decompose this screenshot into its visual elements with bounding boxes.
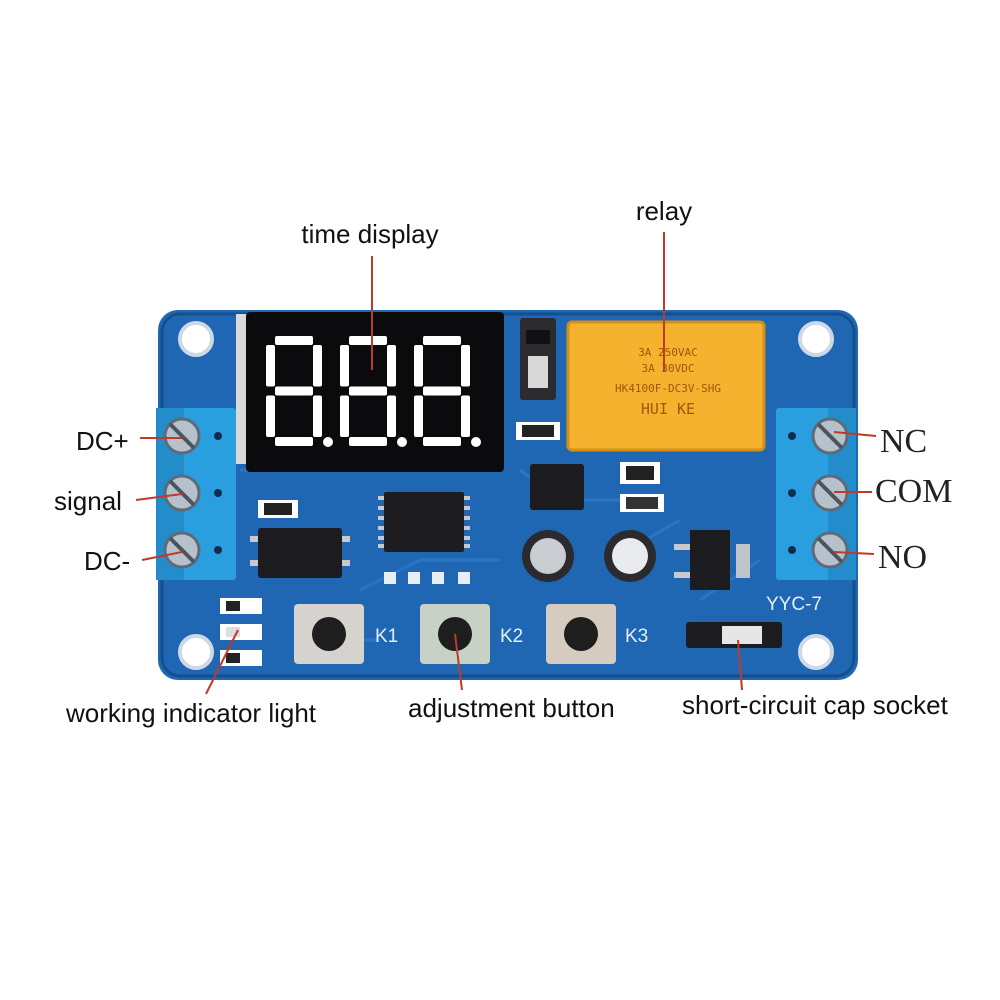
jumper-icon <box>686 622 782 648</box>
screw-terminal-icon <box>163 417 201 569</box>
optocoupler-chip <box>250 528 350 578</box>
display-segment <box>340 345 349 387</box>
seven-segment-digits <box>266 336 481 447</box>
display-segment <box>423 437 461 446</box>
display-segment <box>414 395 423 437</box>
display-segment <box>275 437 313 446</box>
label-dc-minus: DC- <box>84 546 130 576</box>
label-short-circuit-cap-socket: short-circuit cap socket <box>682 690 949 720</box>
display-segment <box>266 345 275 387</box>
display-segment <box>313 345 322 387</box>
display-segment <box>349 437 387 446</box>
relay-part-number: HK4100F-DC3V-SHG <box>615 382 721 395</box>
display-segment <box>423 386 461 396</box>
display-segment <box>275 386 313 396</box>
display-segment <box>266 395 275 437</box>
display-segment <box>387 345 396 387</box>
display-segment <box>349 336 387 345</box>
input-terminal-block <box>156 408 236 580</box>
display-segment <box>423 336 461 345</box>
silkscreen-model: YYC-7 <box>766 594 822 615</box>
transistor-chip <box>530 464 584 510</box>
label-working-indicator-light: working indicator light <box>65 698 317 728</box>
relay-rating-2: 3A 30VDC <box>642 362 695 375</box>
jumper-header-top <box>520 318 556 400</box>
relay-component: 3A 250VAC 3A 30VDC HK4100F-DC3V-SHG HUI … <box>566 320 766 452</box>
display-decimal-point <box>323 437 333 447</box>
label-signal: signal <box>54 486 122 516</box>
time-display-module <box>236 312 504 472</box>
display-segment <box>414 345 423 387</box>
ic-chip <box>378 492 470 552</box>
voltage-regulator <box>674 530 750 590</box>
display-segment <box>275 336 313 345</box>
display-segment <box>340 395 349 437</box>
relay-rating-1: 3A 250VAC <box>638 346 698 359</box>
silkscreen-k3: K3 <box>625 626 648 647</box>
mounting-hole <box>178 321 834 670</box>
label-no: NO <box>878 539 927 576</box>
label-dc-plus: DC+ <box>76 426 129 456</box>
display-decimal-point <box>471 437 481 447</box>
relay-brand: HUI KE <box>641 400 695 418</box>
display-segment <box>349 386 387 396</box>
display-segment <box>461 345 470 387</box>
smd-resistors <box>258 422 664 518</box>
display-segment <box>387 395 396 437</box>
display-segment <box>461 395 470 437</box>
label-relay: relay <box>636 196 692 226</box>
silkscreen-k2: K2 <box>500 626 523 647</box>
leader-lines <box>135 232 877 695</box>
display-decimal-point <box>397 437 407 447</box>
button-k3 <box>546 604 616 664</box>
display-segment <box>313 395 322 437</box>
screw-terminal-icon <box>811 417 849 569</box>
silkscreen-k1: K1 <box>375 626 398 647</box>
capacitor-icon <box>522 530 656 582</box>
button-k1 <box>294 604 364 664</box>
led-icon <box>384 572 470 584</box>
label-adjustment-button: adjustment button <box>408 693 615 723</box>
working-indicator-led <box>220 598 262 666</box>
label-com: COM <box>875 473 952 510</box>
output-terminal-block <box>776 408 856 580</box>
label-time-display: time display <box>301 219 438 249</box>
label-nc: NC <box>880 423 927 460</box>
